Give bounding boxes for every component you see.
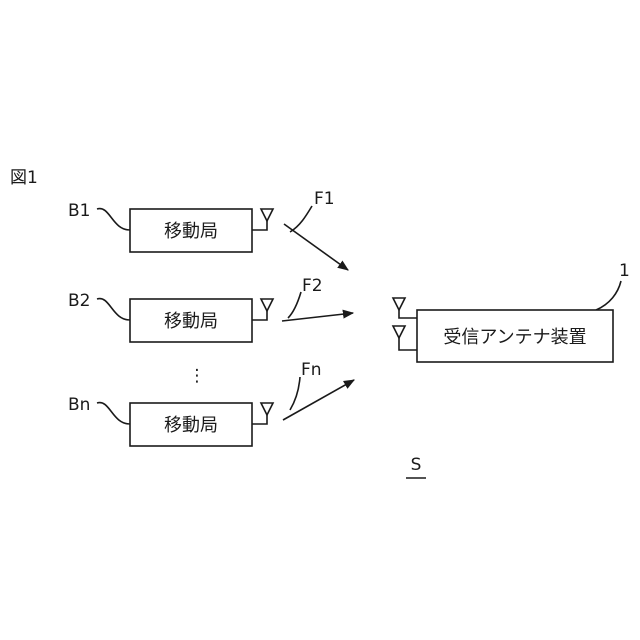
- mobile-station-n: Bn 移動局: [68, 395, 273, 446]
- mobile-station-n-ref: Bn: [68, 395, 90, 415]
- signal-f1-label: F1: [314, 189, 335, 209]
- mobile-station-2-ref: B2: [68, 291, 90, 311]
- receiver-antenna-bottom-icon: [393, 326, 417, 350]
- receiver-leader: [596, 281, 621, 310]
- signal-fn-arrow: [283, 380, 354, 420]
- mobile-station-2-antenna-icon: [252, 299, 273, 320]
- signal-f1: F1: [284, 189, 348, 270]
- mobile-station-1-leader: [97, 209, 130, 230]
- mobile-station-1-label: 移動局: [164, 221, 218, 242]
- receiver-ref: 1: [619, 261, 630, 281]
- mobile-station-1-antenna-icon: [252, 209, 273, 230]
- signal-f1-leader: [290, 206, 312, 232]
- mobile-station-2: B2 移動局: [68, 291, 273, 342]
- mobile-station-n-label: 移動局: [164, 415, 218, 436]
- mobile-station-2-label: 移動局: [164, 311, 218, 332]
- system-label: S: [406, 455, 426, 478]
- mobile-station-n-antenna-icon: [252, 403, 273, 424]
- mobile-station-1-ref: B1: [68, 201, 90, 221]
- signal-fn-leader: [290, 377, 300, 410]
- mobile-station-n-leader: [97, 403, 130, 424]
- signal-f2: F2: [282, 276, 353, 321]
- signal-fn: Fn: [283, 360, 354, 420]
- receiver-label: 受信アンテナ装置: [443, 327, 586, 348]
- receiver: 1 受信アンテナ装置: [393, 261, 630, 362]
- figure-label: 図1: [10, 168, 38, 188]
- mobile-station-2-leader: [97, 299, 130, 320]
- system-label-text: S: [411, 455, 422, 475]
- signal-f2-leader: [288, 292, 301, 318]
- signal-f2-label: F2: [302, 276, 323, 296]
- receiver-antenna-top-icon: [393, 298, 417, 318]
- signal-fn-label: Fn: [301, 360, 322, 380]
- signal-f1-arrow: [284, 224, 348, 270]
- signal-f2-arrow: [282, 313, 353, 321]
- mobile-station-1: B1 移動局: [68, 201, 273, 252]
- continuation-dots: ⋮: [189, 366, 206, 386]
